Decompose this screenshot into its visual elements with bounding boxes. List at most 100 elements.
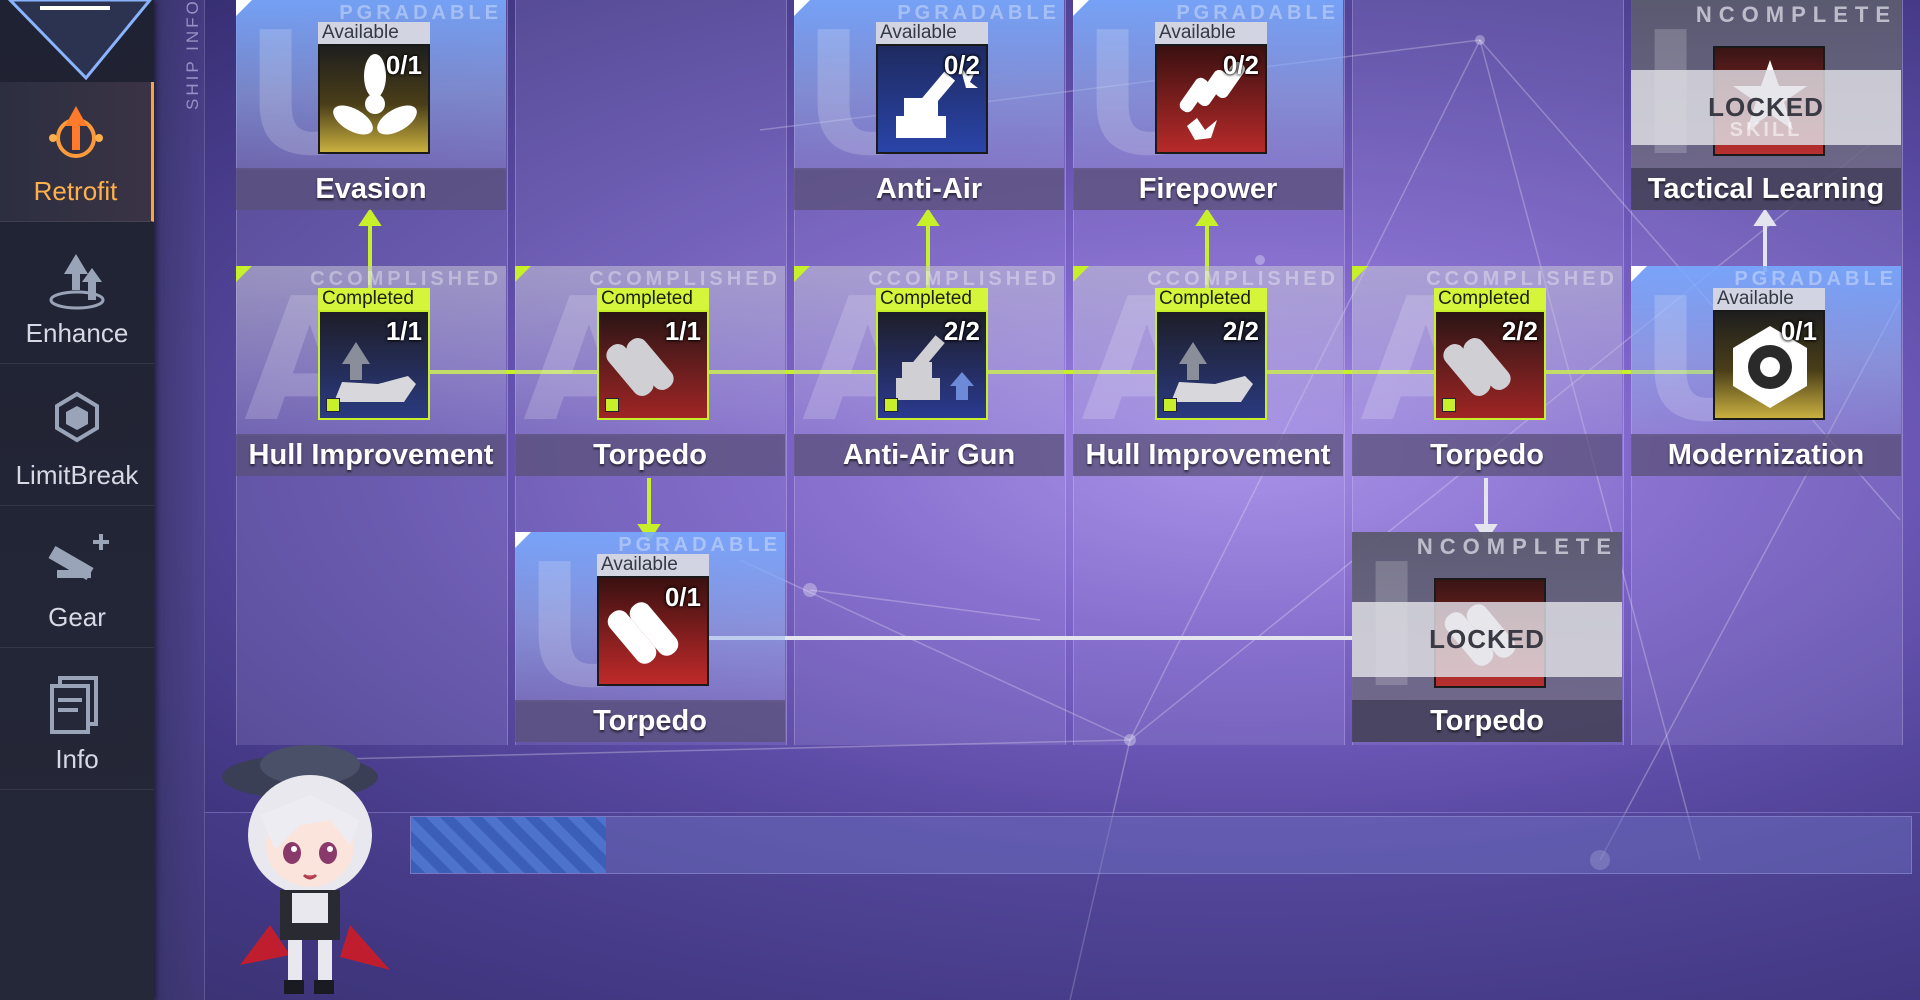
node-evasion[interactable]: U PGRADABLE Available 0/1 Evasion xyxy=(236,0,506,210)
node-anti-air-gun[interactable]: A CCOMPLISHED Completed 2/2 Anti-Air Gun xyxy=(794,266,1064,476)
limitbreak-icon xyxy=(55,391,99,443)
node-label: Torpedo xyxy=(515,700,785,742)
sidebar-item-info[interactable]: Info xyxy=(0,650,154,790)
progress-count: 2/2 xyxy=(1501,316,1538,346)
node-hull-improvement-1[interactable]: A CCOMPLISHED Completed 1/1 Hull Improve… xyxy=(236,266,506,476)
ship-info-label: SHIP INFO xyxy=(183,0,202,110)
status-band: CCOMPLISHED xyxy=(1426,268,1618,290)
sidebar-item-label: Gear xyxy=(48,602,106,632)
sidebar-item-label: Enhance xyxy=(25,318,129,348)
corner-marker xyxy=(236,0,252,16)
sidebar-item-limitbreak[interactable]: LimitBreak xyxy=(0,366,154,506)
status-tag: Completed xyxy=(876,288,988,310)
completed-marker xyxy=(605,398,619,412)
info-icon xyxy=(50,676,98,734)
sidebar-item-enhance[interactable]: Enhance xyxy=(0,224,154,364)
chibi-character-sprite[interactable] xyxy=(200,725,420,1000)
corner-marker xyxy=(1073,0,1089,16)
torpedo-glyph xyxy=(607,602,679,664)
status-band: PGRADABLE xyxy=(339,2,502,24)
node-torpedo-1[interactable]: A CCOMPLISHED Completed 1/1 Torpedo xyxy=(515,266,785,476)
enhance-icon xyxy=(49,254,105,310)
node-torpedo-2[interactable]: A CCOMPLISHED Completed 2/2 Torpedo xyxy=(1352,266,1622,476)
progress-count: 2/2 xyxy=(1222,316,1259,346)
node-tactical-learning[interactable]: I NCOMPLETE LOCKED SKILL Tactical Learni… xyxy=(1631,0,1901,210)
status-tag: Available xyxy=(318,22,430,44)
shells-glyph xyxy=(1179,61,1245,140)
corner-marker xyxy=(515,532,531,548)
node-label: Evasion xyxy=(236,168,506,210)
completed-marker xyxy=(1163,398,1177,412)
sidebar: Retrofit Enhance LimitBreak G xyxy=(0,0,154,1000)
torpedo-glyph xyxy=(1443,338,1511,396)
progress-count: 0/1 xyxy=(664,582,701,612)
hull-up-icon: 2/2 xyxy=(1155,310,1267,420)
shells-icon: 0/2 xyxy=(1155,44,1267,154)
status-tag: Completed xyxy=(1155,288,1267,310)
hull-up-icon: 1/1 xyxy=(318,310,430,420)
torpedo-up-icon: 1/1 xyxy=(597,310,709,420)
aa-gun-icon: 0/2 xyxy=(876,44,988,154)
corner-marker xyxy=(794,0,810,16)
status-tag: Available xyxy=(876,22,988,44)
node-label: Torpedo xyxy=(1352,700,1622,742)
experience-fill xyxy=(411,817,606,873)
hull-glyph xyxy=(1171,342,1253,402)
corner-marker xyxy=(515,266,531,282)
status-band: NCOMPLETE xyxy=(1416,534,1618,559)
status-tag: Available xyxy=(597,554,709,576)
corner-marker xyxy=(1352,266,1368,282)
progress-count: 1/1 xyxy=(664,316,701,346)
hull-glyph xyxy=(334,342,416,402)
aa-gun-glyph xyxy=(896,66,978,138)
node-label: Anti-Air xyxy=(794,168,1064,210)
sidebar-item-label: LimitBreak xyxy=(15,460,139,490)
sidebar-item-retrofit[interactable]: Retrofit xyxy=(0,82,154,222)
corner-marker xyxy=(1073,266,1089,282)
locked-overlay: LOCKED xyxy=(1352,602,1622,677)
corner-marker xyxy=(1631,266,1647,282)
gear-glyph xyxy=(1733,326,1807,408)
status-band: CCOMPLISHED xyxy=(1147,268,1339,290)
node-label: Modernization xyxy=(1631,434,1901,476)
sidebar-item-gear[interactable]: Gear xyxy=(0,508,154,648)
node-label: Hull Improvement xyxy=(236,434,506,476)
back-chevron-icon[interactable] xyxy=(0,0,160,80)
status-tag: Available xyxy=(1155,22,1267,44)
modernization-gear-icon: 0/1 xyxy=(1713,310,1825,420)
status-band: PGRADABLE xyxy=(1176,2,1339,24)
propeller-icon: 0/1 xyxy=(318,44,430,154)
sidebar-item-label: Info xyxy=(55,744,99,774)
status-tag: Completed xyxy=(318,288,430,310)
status-tag: Completed xyxy=(1434,288,1546,310)
node-anti-air[interactable]: U PGRADABLE Available 0/2 Anti-Air xyxy=(794,0,1064,210)
node-torpedo-4[interactable]: I NCOMPLETE LOCKED Torpedo xyxy=(1352,532,1622,742)
torpedo-glyph xyxy=(606,338,674,396)
status-band: PGRADABLE xyxy=(618,534,781,556)
torpedo-icon: 0/1 xyxy=(597,576,709,686)
progress-count: 0/2 xyxy=(1222,50,1259,80)
node-label: Torpedo xyxy=(1352,434,1622,476)
completed-marker xyxy=(1442,398,1456,412)
progress-count: 0/1 xyxy=(1780,316,1817,346)
node-label: Hull Improvement xyxy=(1073,434,1343,476)
torpedo-up-icon: 2/2 xyxy=(1434,310,1546,420)
status-band: CCOMPLISHED xyxy=(868,268,1060,290)
node-modernization[interactable]: U PGRADABLE Available 0/1 Modernization xyxy=(1631,266,1901,476)
node-hull-improvement-2[interactable]: A CCOMPLISHED Completed 2/2 Hull Improve… xyxy=(1073,266,1343,476)
sidebar-item-label: Retrofit xyxy=(33,176,118,206)
node-firepower[interactable]: U PGRADABLE Available 0/2 Firepower xyxy=(1073,0,1343,210)
status-band: NCOMPLETE xyxy=(1695,2,1897,27)
aa-gun-up-glyph xyxy=(896,335,974,400)
completed-marker xyxy=(326,398,340,412)
status-tag: Completed xyxy=(597,288,709,310)
node-label: Tactical Learning xyxy=(1631,168,1901,210)
progress-count: 0/1 xyxy=(385,50,422,80)
gear-icon xyxy=(48,534,109,581)
experience-bar xyxy=(410,816,1912,874)
status-band: CCOMPLISHED xyxy=(310,268,502,290)
node-torpedo-3[interactable]: U PGRADABLE Available 0/1 Torpedo xyxy=(515,532,785,742)
status-band: PGRADABLE xyxy=(1734,268,1897,290)
ship-info-strip[interactable] xyxy=(154,0,205,1000)
